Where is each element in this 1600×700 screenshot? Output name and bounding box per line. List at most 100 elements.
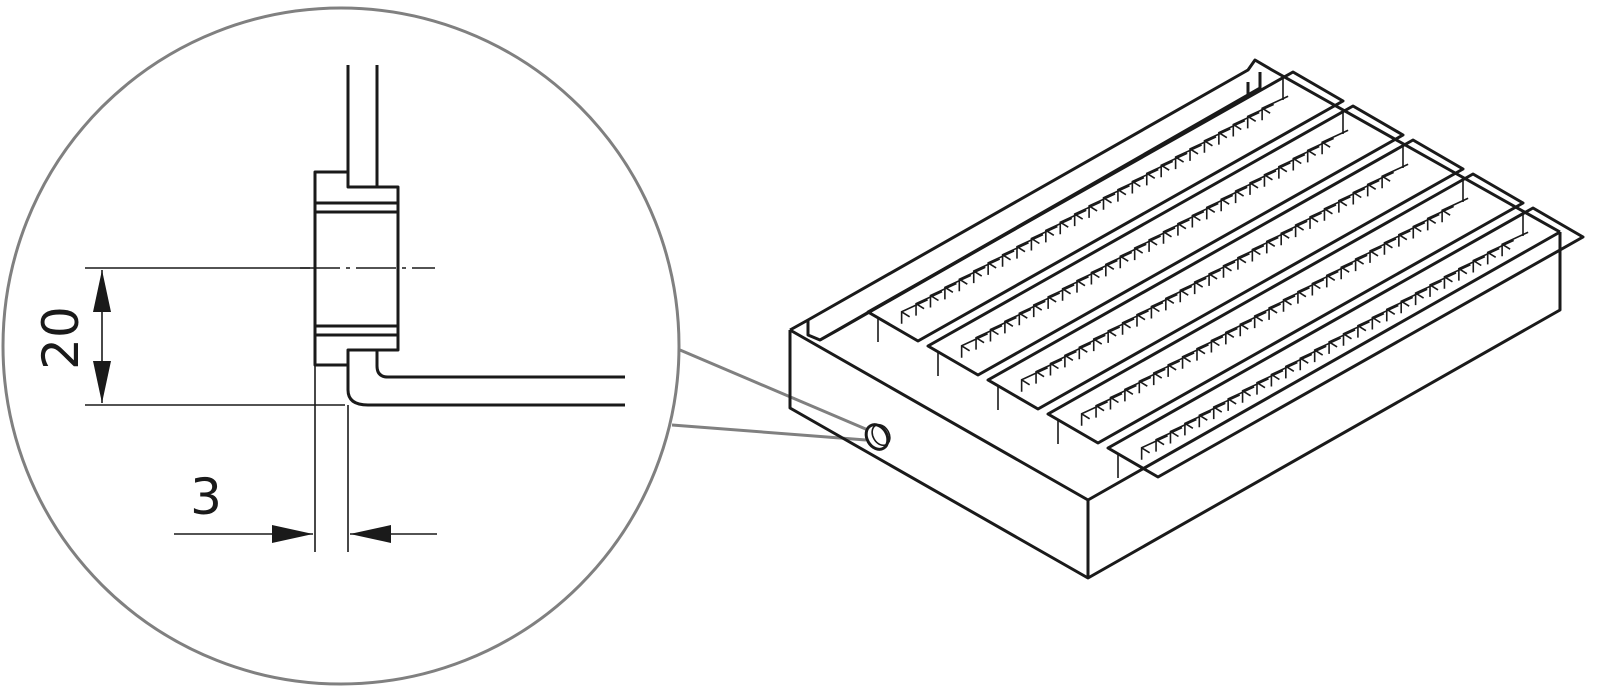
slot-tooth <box>1398 221 1426 247</box>
slot-tooth <box>1030 225 1058 251</box>
slot-tooth <box>1095 392 1123 418</box>
slot-tooth <box>1313 337 1342 363</box>
slot-tooth <box>1458 255 1486 281</box>
dimension-gap-label: 3 <box>190 468 222 526</box>
slot-tooth <box>1078 334 1106 360</box>
slot-tooth <box>1328 329 1356 354</box>
slot-tooth <box>1155 426 1183 452</box>
slot-tooth <box>960 333 988 358</box>
slot-tooth <box>1059 209 1087 235</box>
slot-tooth <box>1261 95 1289 121</box>
slot-tooth <box>1001 242 1029 267</box>
detail-circle <box>1 6 681 686</box>
slot-tooth <box>1292 145 1320 171</box>
slot-tooth <box>1020 367 1048 392</box>
slot-tooth <box>1179 277 1207 303</box>
slot-tooth <box>1047 284 1075 309</box>
slot-tooth <box>1371 304 1399 330</box>
slot-tooth <box>1102 185 1130 210</box>
slot-tooth <box>1263 162 1291 187</box>
slot-tooth <box>1443 264 1471 289</box>
slot-tooth <box>1383 230 1411 255</box>
slot-tooth <box>1061 276 1089 301</box>
slot-tooth <box>1297 278 1325 304</box>
slot-wall <box>877 78 1284 342</box>
slot <box>1106 206 1585 479</box>
slot-tooth <box>1311 270 1339 296</box>
slot-tooth <box>1198 402 1226 428</box>
slot-tooth <box>944 274 972 300</box>
slot-wall <box>1057 180 1464 444</box>
slot-tooth <box>1246 103 1275 129</box>
slot-tooth <box>1090 259 1118 285</box>
slot-tooth <box>1191 202 1219 228</box>
slot-tooth <box>1249 170 1277 195</box>
slot-tooth <box>1080 401 1108 426</box>
slot-tooth <box>1165 285 1193 311</box>
slot-tooth <box>1338 187 1366 213</box>
leader-line-top <box>679 348 869 432</box>
slot-tooth <box>1107 318 1135 343</box>
slot-tooth <box>1174 144 1202 170</box>
slot-tooth <box>1117 176 1145 202</box>
slot-tooth <box>1354 246 1382 272</box>
slot-tooth <box>1251 236 1279 262</box>
slot-tooth <box>1193 269 1222 295</box>
slot-tooth <box>1162 219 1190 244</box>
slot-tooth <box>1280 220 1308 246</box>
slot-tooth <box>1325 262 1354 288</box>
slot <box>1046 172 1525 445</box>
slot-tooth <box>1032 292 1061 318</box>
slot-tooth <box>1385 296 1414 322</box>
slot-tooth <box>1092 326 1121 352</box>
slot-tooth <box>1169 418 1197 444</box>
slot-tooth <box>1160 152 1188 178</box>
slot-tooth <box>989 316 1017 342</box>
slot-tooth <box>975 324 1003 350</box>
slot-tooth <box>1381 163 1409 189</box>
slot-tooth <box>1210 327 1238 353</box>
slot-block-assembly <box>788 58 1585 580</box>
slot-tooth <box>1441 197 1469 223</box>
slot-tooth <box>1076 267 1104 293</box>
slot-tooth <box>929 282 957 308</box>
slot-tooth <box>1177 210 1205 236</box>
top-back-edge <box>789 58 1561 332</box>
slot-tooth <box>1321 129 1349 155</box>
slot-tooth <box>1196 335 1224 361</box>
slot <box>866 70 1345 343</box>
slot-tooth <box>1256 369 1284 395</box>
slot-tooth <box>1212 394 1241 420</box>
slot-tooth <box>1282 287 1310 312</box>
slot-tooth <box>1232 111 1260 137</box>
slot-tooth <box>1016 233 1044 259</box>
slot-tooth <box>1105 251 1133 277</box>
slot-tooth <box>1241 378 1269 403</box>
slot-tooth <box>1294 212 1322 238</box>
slot-tooth <box>1278 153 1306 179</box>
slot-tooth <box>1049 350 1077 376</box>
detail-component <box>300 65 625 407</box>
slot-tooth <box>1218 119 1246 145</box>
slot-tooth <box>1119 243 1147 269</box>
slot-tooth <box>1035 358 1063 384</box>
slot-tooth <box>958 266 986 292</box>
slot-tooth <box>1150 293 1178 319</box>
slot-tooth <box>1227 386 1255 411</box>
slot-tooth <box>1299 345 1327 371</box>
dimension-height: 20 <box>32 267 345 406</box>
slot-tooth <box>1472 247 1500 273</box>
slot-tooth <box>915 290 943 316</box>
slot-tooth <box>1121 310 1149 335</box>
slot-tooth <box>1486 239 1515 265</box>
slot-tooth <box>1064 342 1092 368</box>
slot-tooth <box>1239 311 1267 337</box>
slot-tooth <box>1148 227 1176 252</box>
connector-pin <box>864 423 890 451</box>
slot-tooth <box>987 250 1015 275</box>
slot-tooth <box>972 258 1001 284</box>
slot-tooth <box>1124 376 1152 402</box>
slot-tooth <box>1205 194 1234 220</box>
leader-line-bottom <box>671 423 867 442</box>
